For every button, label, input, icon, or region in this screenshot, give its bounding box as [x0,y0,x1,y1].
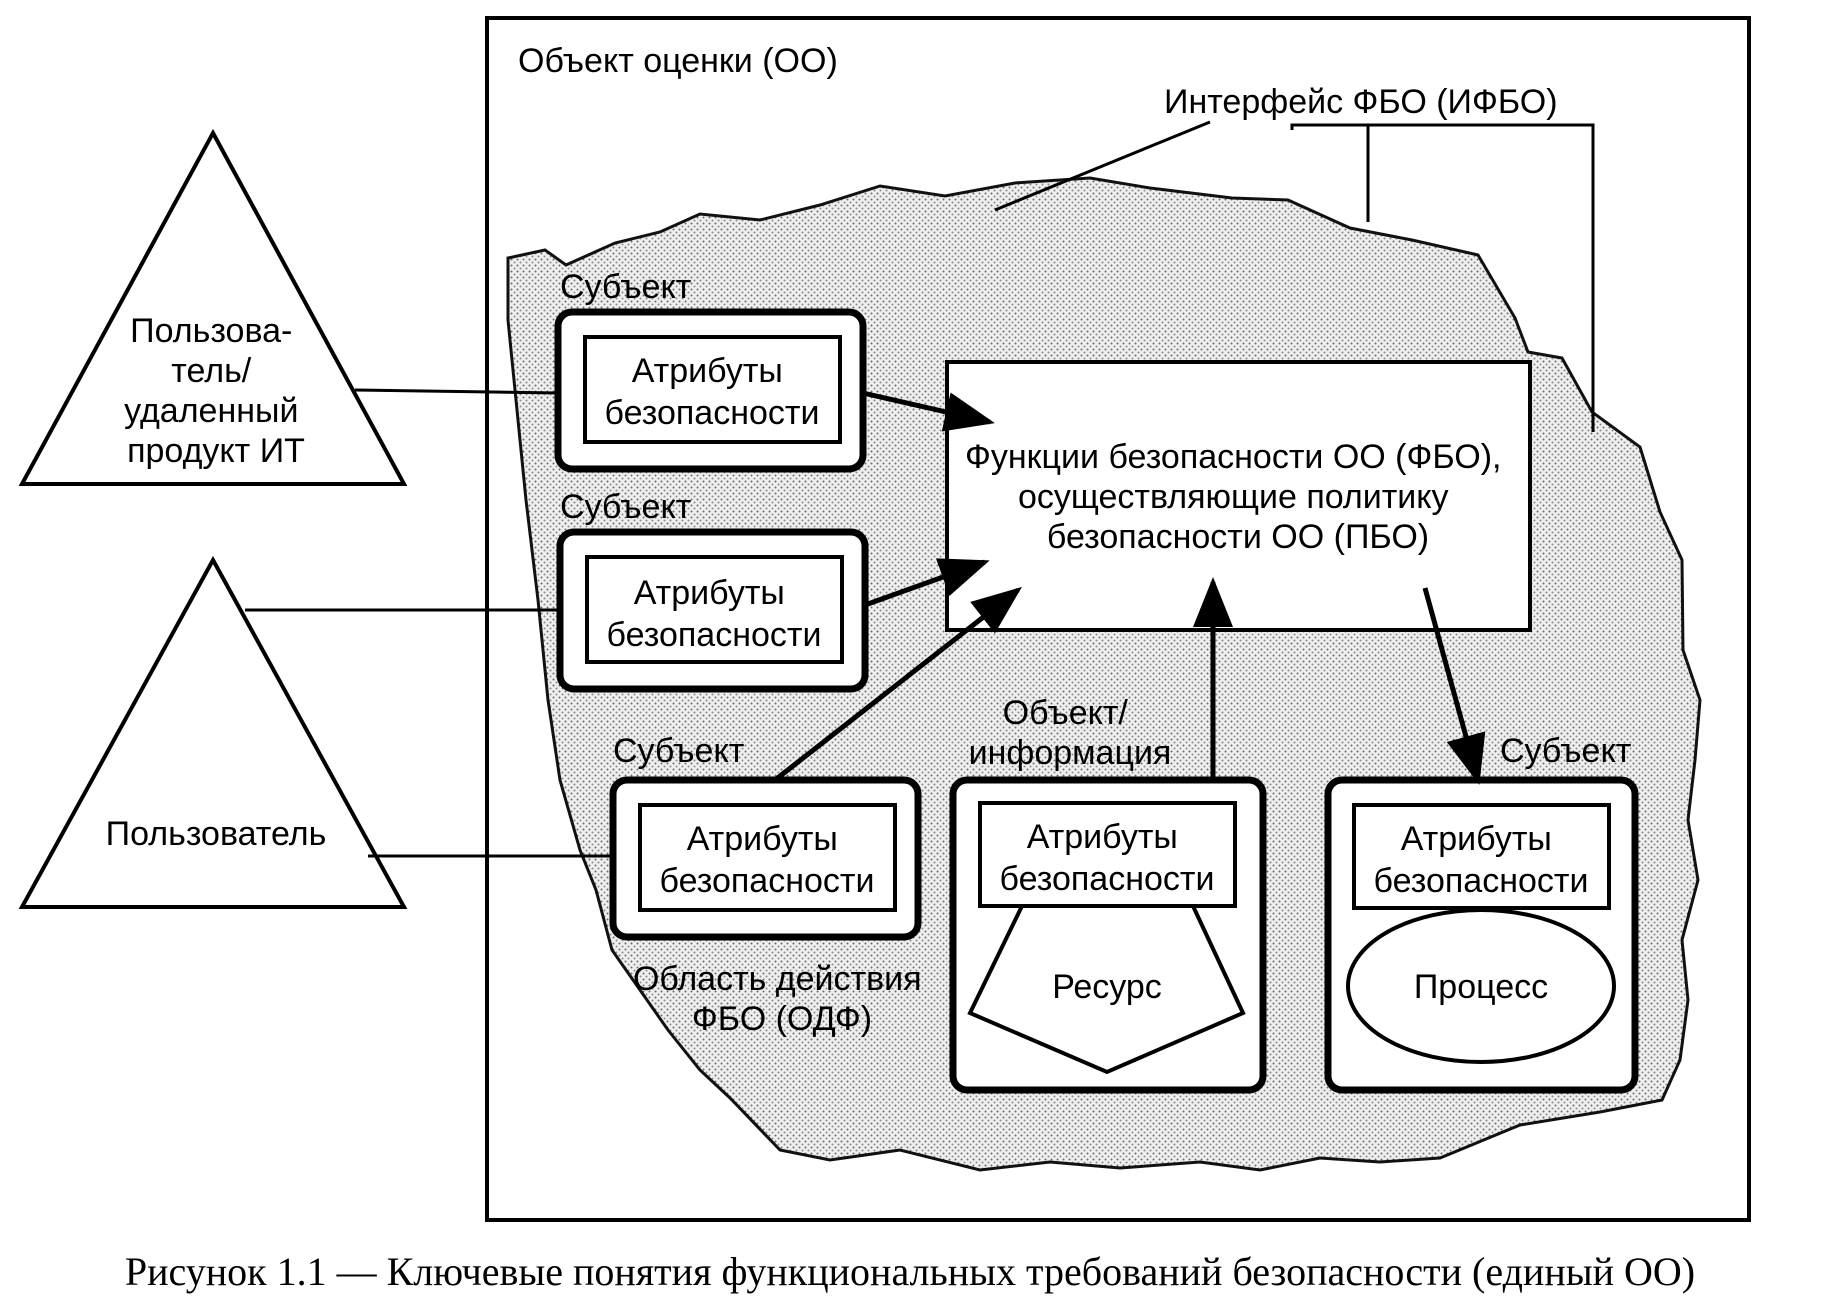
object-information: Объект/ информация Атрибуты безопасности… [949,694,1267,1094]
subject-label: Субъект [560,488,691,526]
object-label: Объект/ информация [969,694,1172,772]
resource-shape [967,904,1246,1075]
security-attributes-label: Атрибуты безопасности [1374,820,1589,900]
subject-label: Субъект [560,268,691,306]
actor-user-label: Пользователь [106,815,327,853]
actor-remote-user: Пользова- тель/ удаленный продукт ИТ [18,128,408,486]
security-attributes-box [583,335,842,444]
tsfi-leader-lines [994,120,1595,432]
security-attributes-box [638,803,897,912]
arrow-subject-3-to-tsf [773,586,1022,782]
security-attributes-box [1352,803,1611,910]
subject-4: Субъект Атрибуты безопасности Процесс [1324,732,1639,1094]
process-shape [1346,908,1616,1064]
subject-2: Субъект Атрибуты безопасности [556,488,869,693]
toe-title: Объект оценки (ОО) [518,42,838,80]
subject-label: Субъект [1500,732,1631,770]
security-attributes-label: Атрибуты безопасности [605,352,820,432]
security-attributes-label: Атрибуты безопасности [607,574,822,654]
security-attributes-label: Атрибуты безопасности [1000,818,1215,898]
actor-remote-user-label: Пользова- тель/ удаленный продукт ИТ [124,312,308,470]
resource-label: Ресурс [1052,968,1162,1006]
tsf-box-text: Функции безопасности ОО (ФБО), осуществл… [965,438,1511,556]
tsfi-label: Интерфейс ФБО (ИФБО) [1164,83,1558,121]
figure-caption: Рисунок 1.1 — Ключевые понятия функциона… [125,1249,1695,1294]
subject-label: Субъект [613,732,744,770]
security-attributes-box [585,555,844,664]
subject-1: Субъект Атрибуты безопасности [554,268,867,473]
triangle-shape [18,555,408,909]
actor-connections [245,388,613,858]
process-label: Процесс [1414,968,1548,1006]
subject-3: Субъект Атрибуты безопасности [609,732,922,941]
tsc-label: Область действия ФБО (ОДФ) [633,960,931,1038]
actor-user: Пользователь [18,555,408,909]
triangle-shape [18,128,408,486]
security-attributes-label: Атрибуты безопасности [660,820,875,900]
arrow-subject-1-to-tsf [862,390,995,432]
connection-remote-user-subject-1 [354,388,559,395]
tsf-arrows [773,390,1486,785]
tsf-box [945,360,1532,632]
security-attributes-box [978,801,1237,908]
arrow-tsf-to-subject-4 [1422,587,1486,785]
arrow-subject-2-to-tsf [864,558,990,608]
